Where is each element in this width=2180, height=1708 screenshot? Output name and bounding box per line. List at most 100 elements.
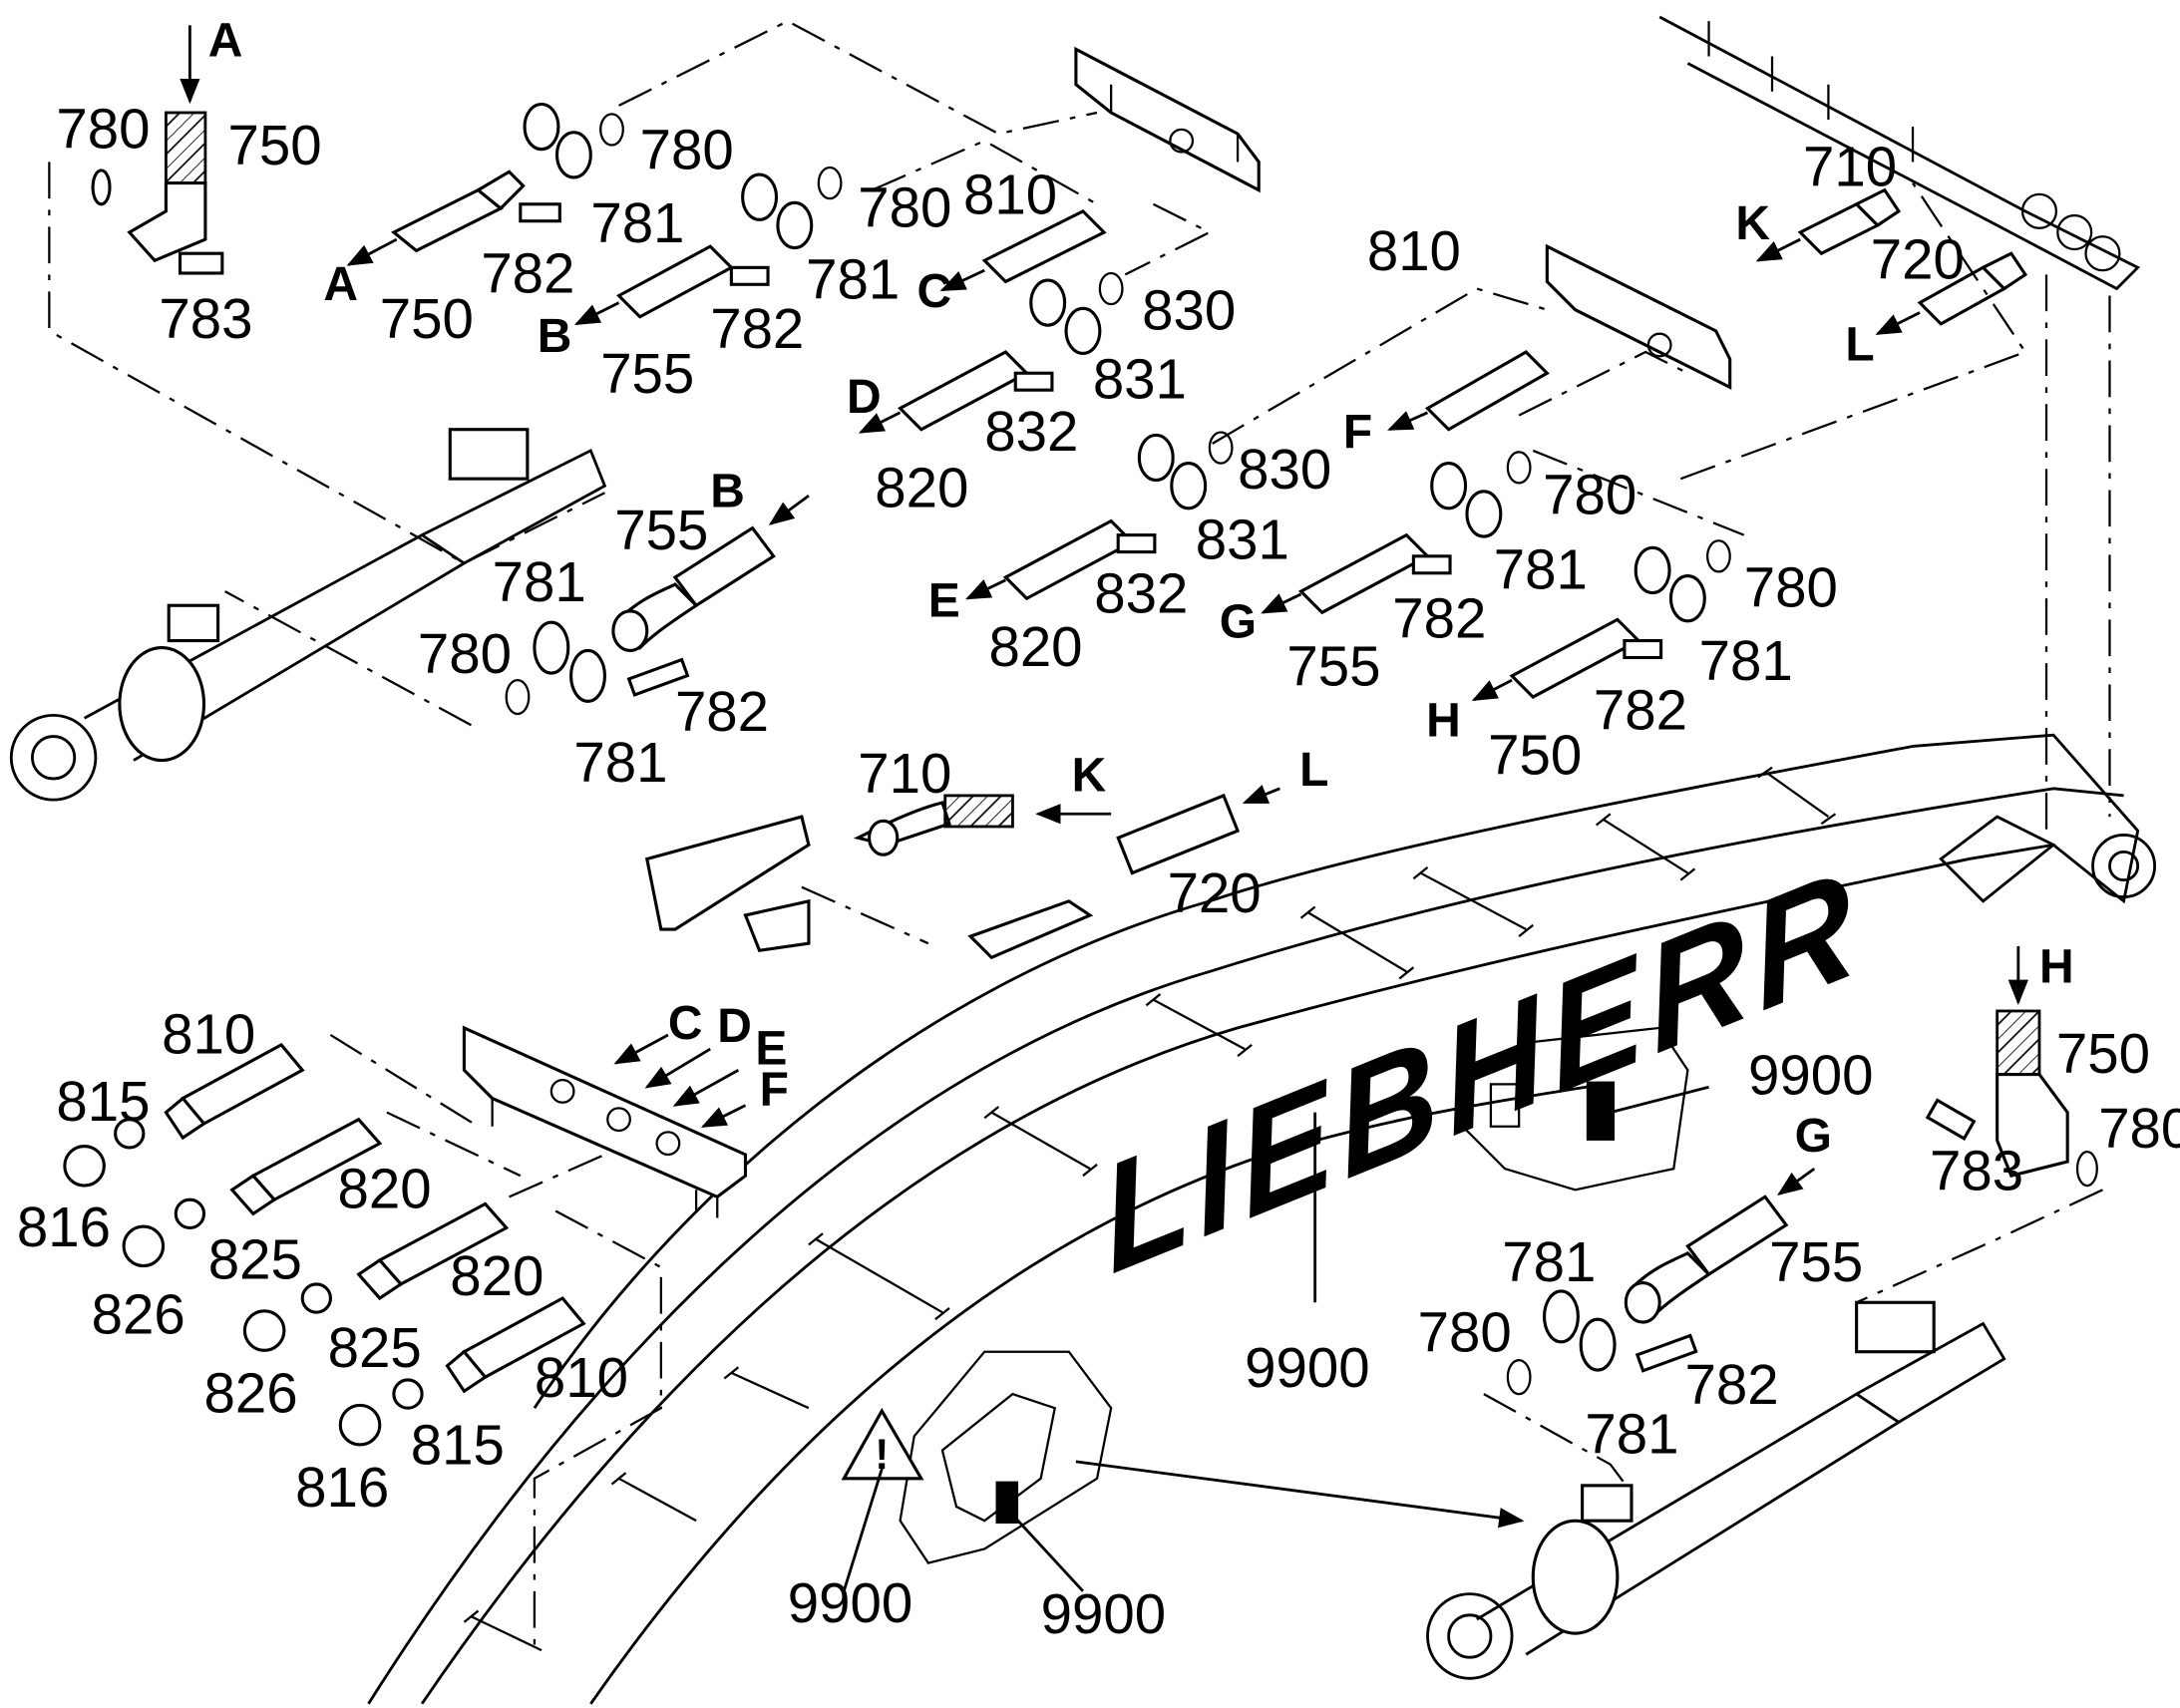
arrow-l-mid [1242,785,1280,805]
part-label: 720 [1871,228,1965,291]
part-label: 750 [2056,1022,2150,1085]
letter-label: B [710,465,745,517]
hose-fitting-750-h [1509,539,1731,699]
leader-line [533,1209,662,1648]
part-label: 9900 [1041,1582,1166,1645]
arrow-d-block [644,1047,711,1089]
manifold-block-top [981,46,1261,306]
letter-label: L [1845,318,1874,371]
leader-9900 [1610,1085,1709,1115]
letter-label: K [1735,197,1770,250]
part-label: 755 [1769,1230,1863,1293]
arrow-e [965,578,1006,600]
part-label: 783 [1930,1139,2023,1201]
arrow-to-cylinder [1075,1460,1525,1529]
part-label: 782 [1685,1353,1779,1416]
decal-icon [1586,1081,1616,1141]
part-label: 825 [328,1316,422,1379]
part-label: 820 [450,1244,544,1307]
letter-label: A [208,14,243,67]
hose-fitting-820-d [898,278,1102,432]
warning-triangle-icon: ! [841,1407,924,1481]
leader-9900 [842,1464,886,1592]
leader-line [801,885,929,945]
part-label: 9900 [788,1571,912,1634]
part-label: 816 [295,1456,389,1519]
part-label: 826 [203,1361,297,1424]
arrow-l [1875,311,1921,335]
arrow-g [1261,592,1302,614]
part-label: 820 [988,615,1082,678]
leader-line [48,162,605,565]
part-label: 810 [162,1002,255,1065]
part-label: 781 [1585,1402,1678,1465]
part-label: 830 [1238,438,1331,501]
part-label: 830 [1142,278,1236,341]
part-label: 755 [1286,635,1380,698]
top-rail-assembly [1658,15,2141,291]
hose-fitting-710-720 [1797,187,2028,326]
arrow-c-block [613,1033,669,1065]
letter-label: G [1795,1110,1832,1163]
part-label: 783 [159,287,252,350]
part-label: 810 [1367,219,1461,282]
part-label: 810 [535,1346,628,1409]
hose-810-815-816-top [63,1042,305,1188]
letter-label: G [1220,596,1257,649]
leader-line [329,1034,480,1128]
boom-arm [367,733,2157,1705]
hydraulic-cylinder-bottom [1426,1300,2006,1680]
arrow-b [573,301,620,326]
letter-label: C [668,997,703,1050]
letter-label: D [847,371,882,424]
part-label: 832 [984,400,1078,463]
part-label: 810 [963,164,1057,226]
letter-label: F [1343,406,1372,459]
hose-810-815-816-bottom [338,1296,586,1447]
leader-line [1679,181,2027,481]
part-label: 782 [710,297,804,360]
part-label: 750 [380,287,474,350]
part-label: 831 [1196,509,1289,571]
leader-line [1856,1189,2103,1304]
letter-label: H [1426,695,1461,748]
part-number-labels: 780 750 783 780 781 782 750 780 781 782 … [17,97,2180,1645]
fitting-assembly-middle [644,793,1241,960]
part-label: 781 [806,247,900,310]
arrow-e-block [672,1069,740,1107]
part-label: 750 [227,114,321,176]
part-label: 815 [411,1414,505,1477]
part-label: 780 [1418,1301,1512,1364]
part-label: 780 [1543,463,1636,525]
leader-line [224,590,472,727]
hose-820-825-826-a [122,1117,383,1268]
letter-label: C [917,265,952,318]
hose-fitting-755-bb [505,525,776,716]
elbow-fitting-750-a [91,25,224,275]
part-label: 832 [1094,561,1188,624]
letter-label: E [755,1023,787,1076]
manifold-block-right [1424,243,1732,432]
part-label: 710 [858,742,951,805]
arrow-k [1755,237,1801,262]
letter-label: A [323,258,358,311]
letter-label: K [1072,750,1107,803]
leader-line [1124,202,1213,276]
part-label: 780 [56,97,150,160]
arrow-c [939,268,985,292]
arrow-h [1471,678,1513,702]
leader-line [871,139,1098,205]
connection-letter-labels: A A B B C D E F G H K L K L C D E F H G [208,14,2074,1163]
hose-820-825-826-b [242,1201,510,1352]
decal-icon [995,1481,1019,1525]
arrow-a [346,237,398,266]
letter-label: B [538,310,572,363]
hose-fitting-755-c [615,166,843,319]
part-label: 755 [600,342,694,405]
leader-9900 [1014,1517,1084,1592]
part-label: 782 [675,680,769,743]
part-label: 825 [208,1227,302,1290]
part-label: 780 [858,175,951,238]
part-label: 780 [2098,1097,2180,1160]
